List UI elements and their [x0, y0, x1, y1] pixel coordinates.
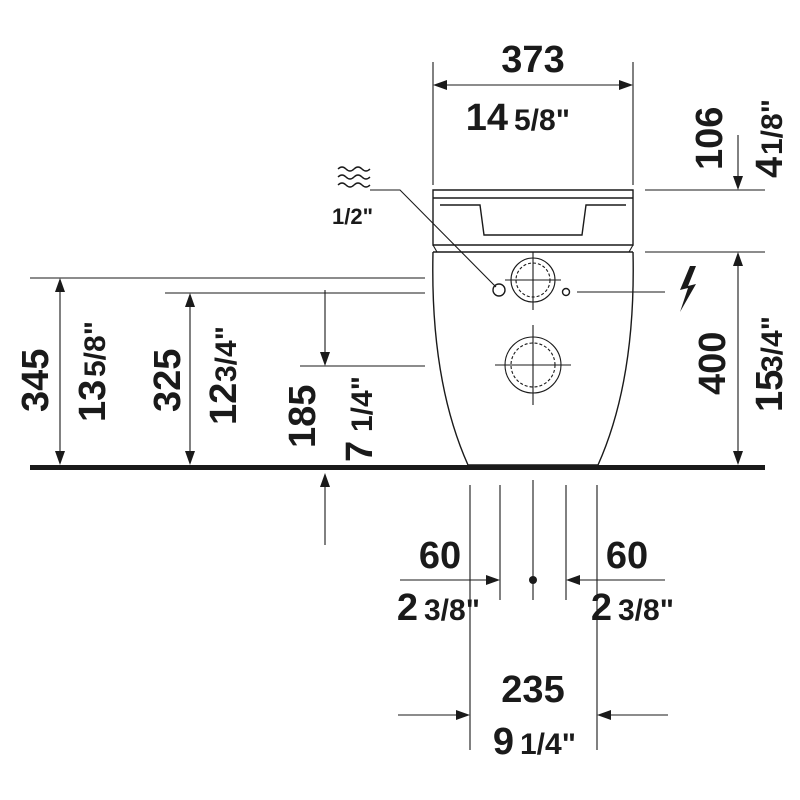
height-345-mm: 345: [15, 349, 57, 412]
offset-left-mm: 60: [419, 535, 461, 577]
offset-left-in-whole: 2: [397, 587, 418, 629]
dimension-height-325: 325 12 3/4": [147, 292, 425, 465]
lid-height-mm: 106: [689, 107, 731, 170]
dimension-width-top: 373 14 5/8": [432, 39, 634, 185]
water-inlet-label: 1/2": [332, 166, 497, 288]
offset-right-in-whole: 2: [591, 587, 612, 629]
offset-right-mm: 60: [606, 535, 648, 577]
width-top-mm: 373: [501, 39, 564, 81]
lid-height-in-frac: 1/8": [756, 99, 789, 155]
dimension-lid-height: 106 4 1/8": [645, 99, 791, 253]
toilet-seat-lid: [432, 189, 634, 253]
height-400-mm: 400: [692, 332, 734, 395]
height-185-in-frac: 1/4": [346, 376, 379, 432]
width-base-in-frac: 1/4": [520, 728, 576, 761]
electric-inlet-point: [561, 287, 571, 297]
dimension-offset-right: 60 2 3/8": [566, 535, 674, 629]
dimension-height-400: 400 15 3/4": [692, 252, 791, 465]
water-inlet-point: [492, 283, 506, 297]
width-base-mm: 235: [501, 669, 564, 711]
height-325-mm: 325: [147, 349, 189, 412]
height-325-in-frac: 3/4": [210, 326, 243, 382]
height-185-in-whole: 7: [339, 441, 381, 462]
dimension-width-base: 235 9 1/4": [398, 669, 668, 763]
width-top-in-whole: 14: [466, 97, 508, 139]
height-400-in-frac: 3/4": [756, 316, 789, 372]
electric-supply-icon: [680, 266, 696, 312]
floor-line: [30, 465, 765, 470]
offset-left-in-frac: 3/8": [424, 594, 480, 627]
upper-connection: [505, 252, 561, 310]
dimension-offset-left: 60 2 3/8": [397, 535, 500, 629]
height-185-mm: 185: [282, 385, 324, 448]
dimension-height-345: 345 13 5/8": [15, 277, 425, 465]
drain-connection: [495, 325, 571, 405]
height-400-in-whole: 15: [749, 370, 791, 412]
width-base-in-whole: 9: [493, 721, 514, 763]
height-325-in-whole: 12: [203, 383, 245, 425]
width-top-in-frac: 5/8": [514, 104, 570, 137]
dimension-height-185: 185 7 1/4": [282, 290, 425, 545]
water-supply-icon: [337, 166, 371, 188]
water-inlet-size: 1/2": [332, 204, 373, 229]
center-point: [529, 576, 537, 584]
offset-right-in-frac: 3/8": [618, 594, 674, 627]
lid-height-in-whole: 4: [749, 157, 791, 178]
height-345-in-whole: 13: [72, 380, 114, 422]
height-345-in-frac: 5/8": [79, 321, 112, 377]
